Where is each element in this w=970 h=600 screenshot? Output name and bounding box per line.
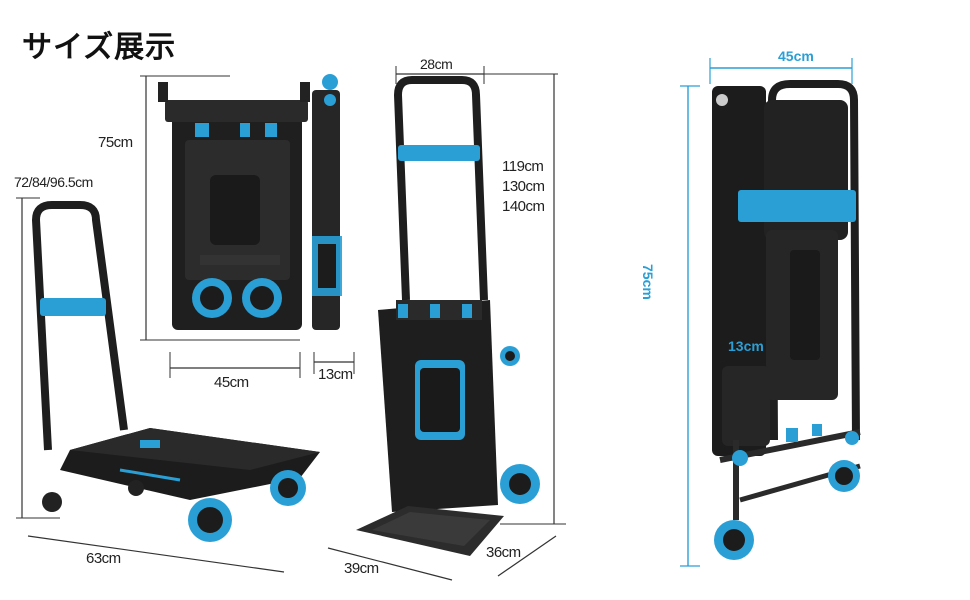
side-depth-label: 13cm: [728, 338, 764, 354]
side-width-label: 45cm: [778, 48, 814, 64]
side-height-label: 75cm: [640, 264, 656, 300]
plate-width-label: 39cm: [344, 560, 379, 577]
dolly-height-2-label: 130cm: [502, 178, 545, 195]
dolly-height-3-label: 140cm: [502, 198, 545, 215]
cart-length-label: 63cm: [86, 550, 121, 567]
cart-view: [16, 197, 320, 573]
dolly-height-1-label: 119cm: [502, 158, 544, 175]
handle-width-label: 28cm: [420, 56, 453, 72]
side-view: [680, 58, 861, 567]
page-title: サイズ展示: [22, 30, 177, 65]
folded-front-view: [140, 74, 355, 378]
folded-width-label: 45cm: [214, 374, 249, 391]
cart-height-label: 72/84/96.5cm: [14, 174, 93, 190]
dolly-view: [327, 66, 566, 581]
plate-depth-label: 36cm: [486, 544, 521, 561]
folded-height-label: 75cm: [98, 134, 133, 151]
folded-depth-label: 13cm: [318, 366, 353, 383]
